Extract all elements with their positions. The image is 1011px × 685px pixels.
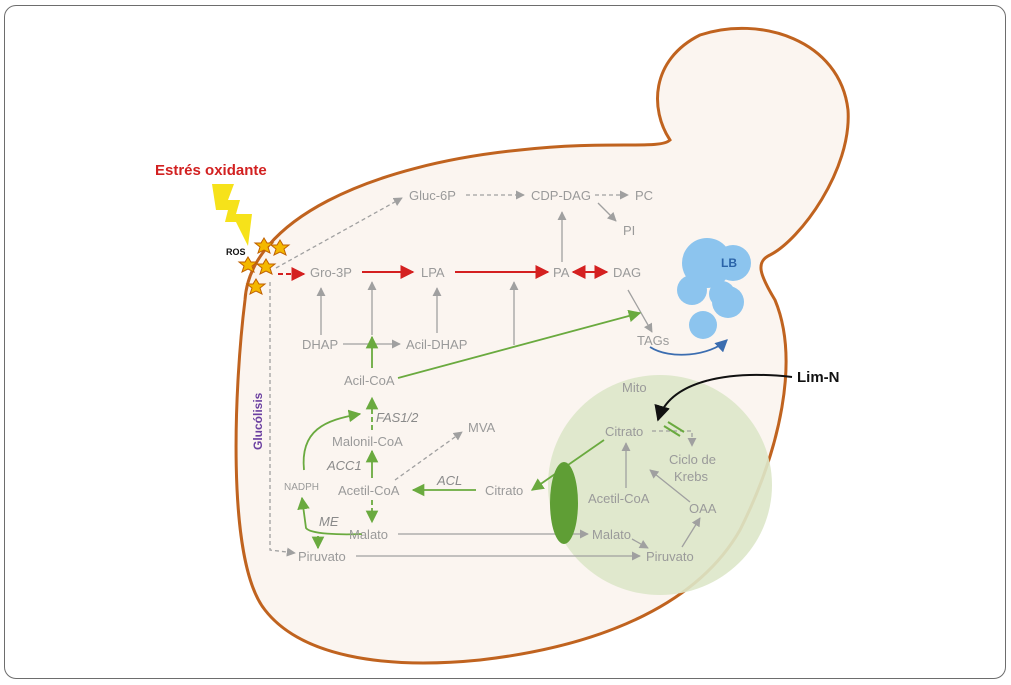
node-malato: Malato	[349, 527, 388, 542]
node-citrato: Citrato	[485, 483, 523, 498]
node-tags: TAGs	[637, 333, 670, 348]
limn-label: Lim-N	[797, 369, 840, 386]
node-mito-acetilcoa: Acetil-CoA	[588, 491, 650, 506]
node-krebs-line2: Krebs	[674, 469, 708, 484]
arrow-piruvato-oaa	[681, 517, 701, 548]
node-pi: PI	[623, 223, 635, 238]
arrow-ros-glycolysis	[269, 282, 296, 557]
node-gro3p: Gro-3P	[310, 265, 352, 280]
node-pc: PC	[635, 188, 653, 203]
arrow-citrato-krebs	[652, 430, 697, 447]
enzyme-acl: ACL	[436, 473, 462, 488]
arrow-nadph-fas	[302, 409, 362, 471]
node-piruvato: Piruvato	[298, 549, 346, 564]
arrow-ros-gluc6p	[275, 197, 403, 269]
node-dag: DAG	[613, 265, 641, 280]
mito-label: Mito	[622, 380, 647, 395]
node-acetilcoa: Acetil-CoA	[338, 483, 400, 498]
enzyme-acc1: ACC1	[326, 458, 362, 473]
node-acildhap: Acil-DHAP	[406, 337, 467, 352]
stress-label: Estrés oxidante	[155, 162, 267, 179]
krebs-block-mark	[663, 421, 685, 437]
node-nadph: NADPH	[284, 482, 319, 493]
citrate-transporter	[550, 462, 578, 544]
enzyme-me: ME	[319, 514, 339, 529]
node-lpa: LPA	[421, 265, 445, 280]
arrow-nadph-malato	[297, 496, 363, 536]
arrow-cdpdag-pi	[597, 202, 617, 222]
ros-star-icons	[237, 237, 291, 295]
arrow-tags-lb	[649, 339, 728, 356]
node-acilcoa: Acil-CoA	[344, 373, 395, 388]
ros-label: ROS	[226, 247, 246, 257]
lightning-icon	[212, 184, 252, 246]
node-mva: MVA	[468, 420, 496, 435]
node-mito-piruvato: Piruvato	[646, 549, 694, 564]
node-gluc6p: Gluc-6P	[409, 188, 456, 203]
mitochondrion	[548, 375, 772, 595]
arrow-acilcoa-tags	[397, 309, 642, 379]
glucolisis-label: Glucólisis	[251, 392, 265, 450]
node-krebs-line1: Ciclo de	[669, 452, 716, 467]
node-dhap: DHAP	[302, 337, 338, 352]
node-malonilcoa: Malonil-CoA	[332, 434, 403, 449]
node-mito-citrato: Citrato	[605, 424, 643, 439]
node-mito-malato: Malato	[592, 527, 631, 542]
lb-label: LB	[721, 256, 737, 270]
arrow-oaa-citrato	[649, 469, 691, 503]
arrow-mito-malato-piruvato	[631, 538, 649, 549]
arrow-limn	[654, 374, 793, 422]
node-pa: PA	[553, 265, 570, 280]
enzyme-fas: FAS1/2	[376, 410, 419, 425]
node-oaa: OAA	[689, 501, 717, 516]
lipid-body-cluster	[677, 238, 751, 339]
node-cdpdag: CDP-DAG	[531, 188, 591, 203]
